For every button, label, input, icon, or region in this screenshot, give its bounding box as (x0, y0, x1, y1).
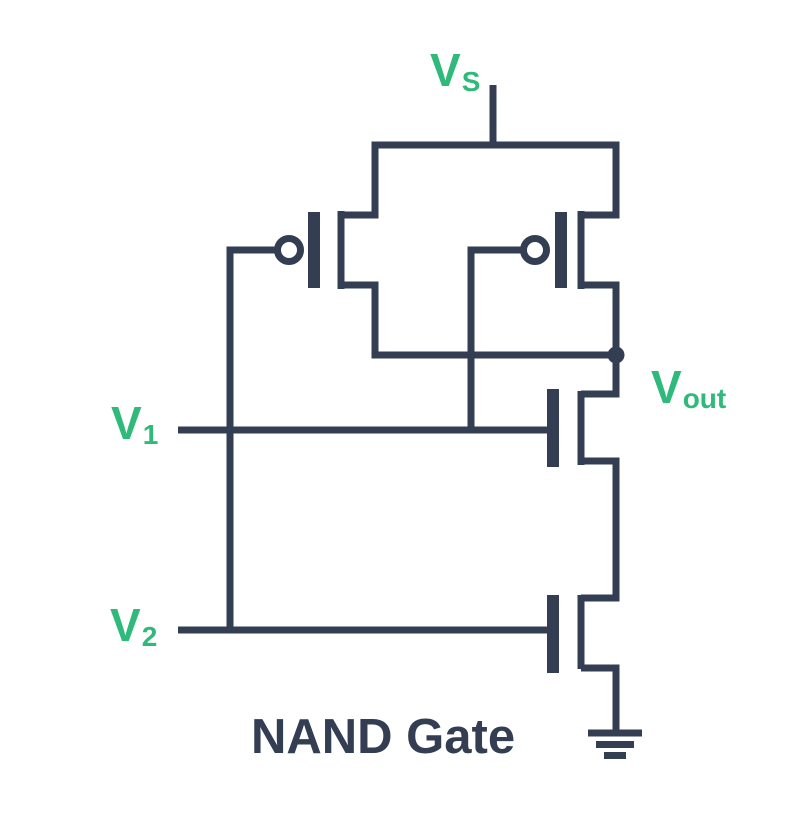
input2-label-base: V (110, 599, 141, 651)
nmos-transistor-top (547, 389, 585, 467)
nmos-bottom-gate-bar (547, 595, 559, 673)
input1-label: V1 (111, 397, 159, 450)
diagram-title: NAND Gate (251, 710, 516, 764)
pmos-right-inversion-bubble-icon (520, 235, 550, 265)
input2-label: V2 (110, 599, 158, 652)
ground-lead-wire (581, 664, 620, 733)
pmos-right-gate-wire (467, 246, 524, 430)
earth-ground-icon (588, 729, 642, 759)
supply-voltage-label-base: V (430, 44, 461, 96)
nmos-top-gate-bar (547, 389, 559, 467)
pmos-right-gate-bar (555, 212, 567, 288)
pmos-transistor-right (520, 211, 585, 289)
pmos-transistor-left (274, 211, 345, 289)
output-to-nmos-wire (581, 355, 620, 398)
pmos-left-inversion-bubble-icon (274, 235, 304, 265)
output-rail-wire (341, 281, 620, 359)
pmos-left-gate-wire (226, 246, 278, 630)
supply-voltage-label-sub: S (461, 66, 481, 97)
nmos-transistor-bottom (547, 595, 585, 673)
output-label-sub: out (682, 383, 727, 414)
input1-label-sub: 1 (142, 419, 159, 450)
pmos-left-gate-bar (308, 212, 320, 288)
output-label: Vout (651, 361, 727, 414)
supply-voltage-label: VS (430, 44, 481, 97)
input1-label-base: V (111, 397, 142, 449)
nmos-series-link-wire (581, 457, 620, 602)
supply-rail-wire (341, 141, 620, 219)
output-label-base: V (651, 361, 682, 413)
input2-label-sub: 2 (141, 621, 158, 652)
